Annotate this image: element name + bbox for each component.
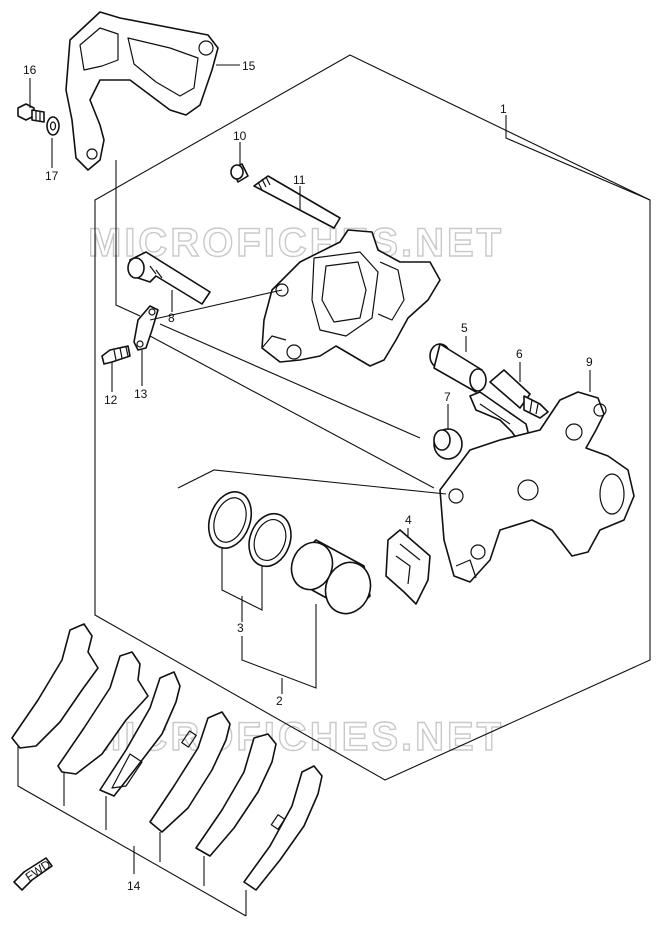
part-10-boot — [230, 163, 249, 183]
label-17: 17 — [45, 169, 59, 183]
part-8-pin — [127, 251, 211, 305]
label-4: 4 — [405, 513, 412, 527]
part-labels: 1 2 3 4 5 6 7 8 9 10 11 12 13 14 15 16 1… — [23, 59, 593, 893]
label-10: 10 — [233, 129, 247, 143]
label-13: 13 — [134, 387, 148, 401]
part-6-pin — [489, 369, 549, 419]
label-12: 12 — [104, 393, 118, 407]
part-14-brake-pads — [11, 623, 323, 891]
part-7-boot — [433, 428, 463, 460]
label-6: 6 — [516, 347, 523, 361]
label-15: 15 — [242, 59, 256, 73]
part-12-bleeder — [101, 345, 131, 365]
part-4-pad-spring — [385, 529, 431, 605]
fwd-arrow: FWD — [13, 857, 54, 891]
part-3-seals — [207, 491, 292, 568]
label-14: 14 — [127, 879, 141, 893]
label-2: 2 — [276, 694, 283, 708]
part-17-washer — [46, 116, 60, 136]
part-15-bracket — [65, 11, 219, 171]
label-16: 16 — [23, 63, 37, 77]
part-9-bracket — [439, 391, 635, 583]
label-8: 8 — [168, 311, 175, 325]
caliper-body — [261, 229, 441, 367]
leader-lines — [17, 64, 651, 917]
label-9: 9 — [586, 355, 593, 369]
piston — [290, 539, 372, 615]
label-11: 11 — [293, 173, 306, 187]
assembly-boundary — [94, 54, 651, 781]
label-3: 3 — [237, 621, 244, 635]
part-13-cap — [133, 305, 159, 351]
part-5-bushing — [429, 343, 487, 393]
label-5: 5 — [461, 321, 468, 335]
label-1: 1 — [500, 102, 507, 116]
part-11-pin — [253, 175, 341, 229]
label-7: 7 — [444, 390, 451, 404]
part-16-bolt — [17, 103, 45, 123]
